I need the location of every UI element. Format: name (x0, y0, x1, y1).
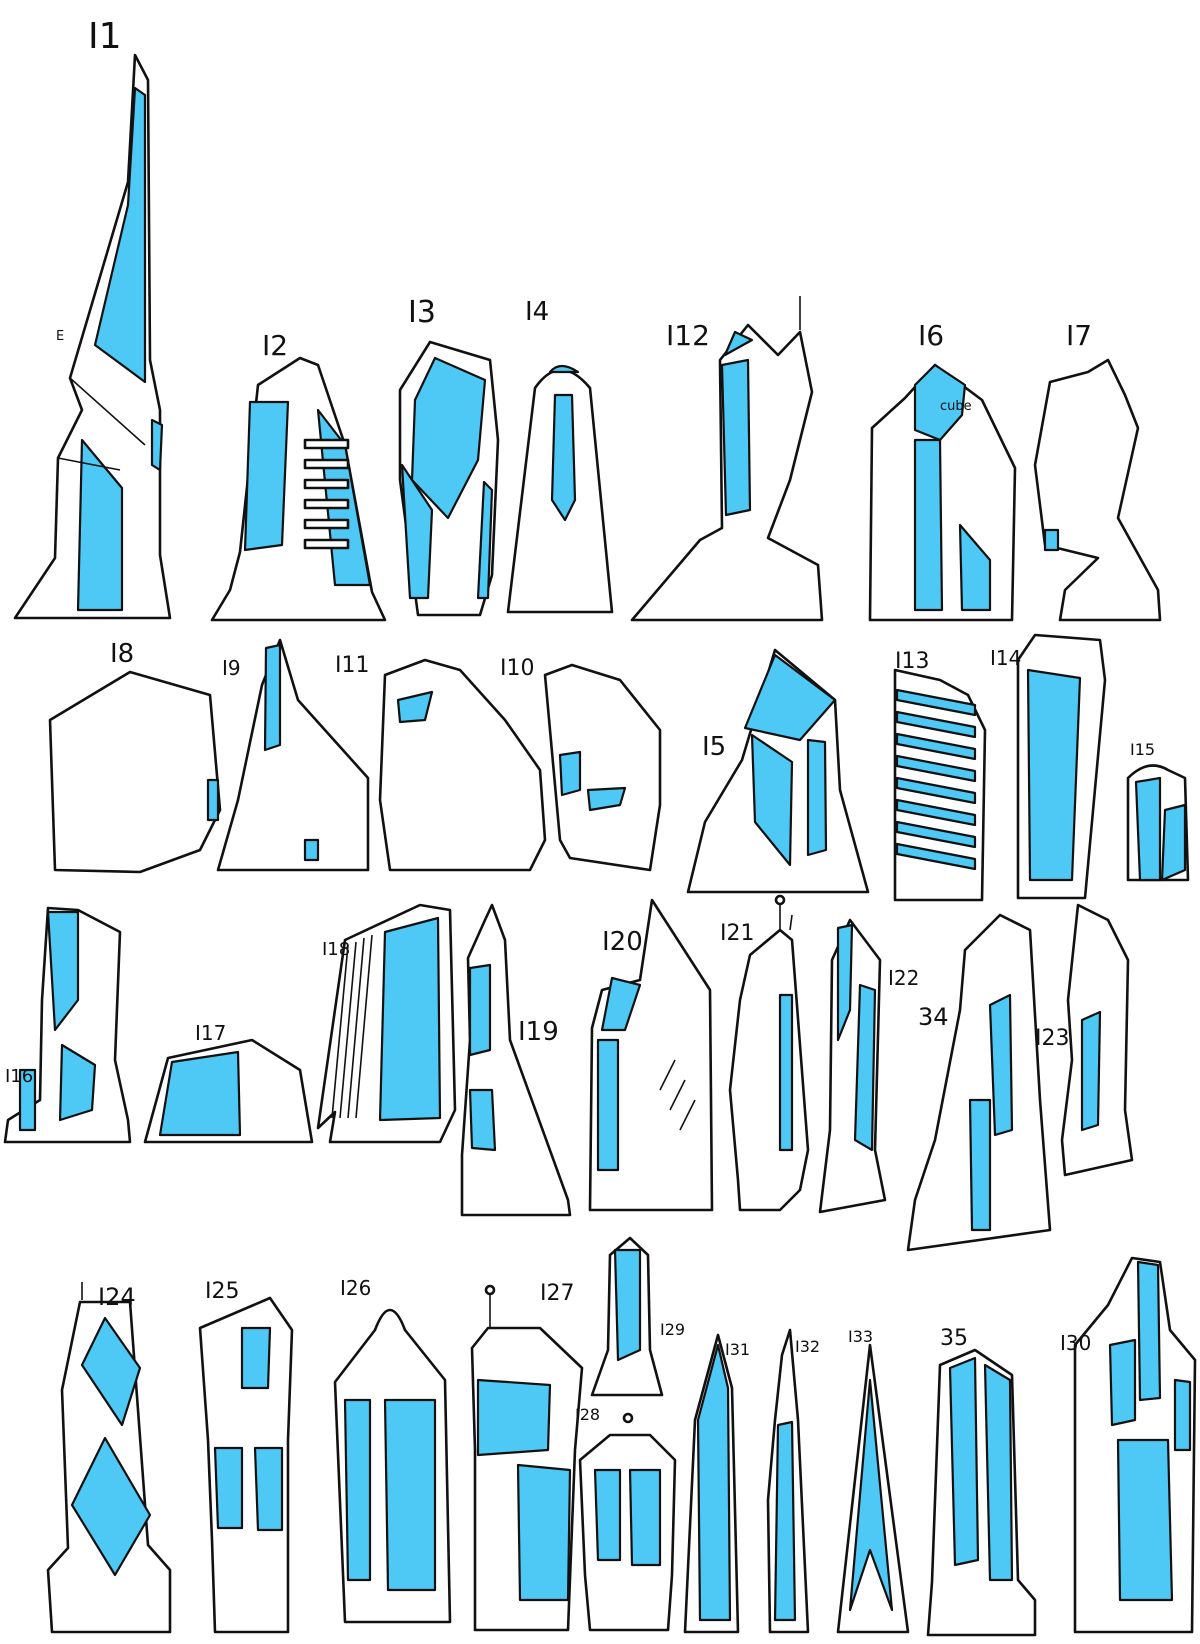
label-I14: I14 (990, 646, 1021, 670)
tower-I31: I31 (683, 1333, 750, 1634)
label-I1: I1 (88, 16, 122, 57)
label-I15: I15 (1130, 740, 1155, 759)
label-I27: I27 (540, 1281, 574, 1306)
label-I11: I11 (335, 653, 369, 678)
tower-I33: I33 (836, 1327, 910, 1634)
label-I23: I23 (1035, 1026, 1069, 1051)
label-I4: I4 (525, 297, 549, 327)
label-I28: I28 (575, 1405, 600, 1424)
label-I20: I20 (602, 927, 643, 957)
tower-I6: I6 cube (868, 319, 1017, 622)
label-I9: I9 (222, 656, 241, 680)
label-I26: I26 (340, 1276, 371, 1300)
label-I13: I13 (895, 649, 929, 674)
tower-I14: I14 (990, 633, 1107, 900)
tower-I10: I10 (500, 656, 662, 872)
tower-I24: I24 (46, 1282, 172, 1634)
tower-I11: I11 (335, 653, 547, 872)
label-I16: I16 (5, 1066, 33, 1087)
tower-I29: I29 (590, 1236, 685, 1397)
label-I6: I6 (918, 319, 944, 352)
tower-I26: I26 (333, 1276, 452, 1624)
tower-I22: I22 (818, 918, 919, 1214)
label-I18: I18 (322, 939, 350, 960)
label-I25: I25 (205, 1279, 239, 1304)
label-I17: I17 (195, 1021, 226, 1045)
tower-I5: I5 (686, 648, 870, 894)
tower-I28: I28 (575, 1405, 677, 1632)
tower-I3: I3 (398, 295, 500, 617)
label-I8: I8 (110, 639, 134, 669)
tower-I32: I32 (766, 1328, 820, 1634)
label-I29: I29 (660, 1320, 685, 1339)
tower-I9: I9 (216, 638, 370, 872)
note-e: E (56, 329, 64, 344)
tower-I17: I17 (143, 1021, 314, 1144)
tower-I30: I30 (1060, 1256, 1197, 1634)
note-cube: cube (940, 399, 972, 414)
tower-I7: I7 (1033, 319, 1162, 622)
tower-I2: I2 (210, 329, 387, 622)
tower-I13: I13 (893, 649, 987, 902)
label-I3: I3 (408, 295, 436, 330)
tower-I20: I20 (588, 898, 714, 1212)
label-34: 34 (918, 1003, 949, 1031)
label-I30: I30 (1060, 1331, 1091, 1355)
tower-I15: I15 (1126, 740, 1190, 882)
tower-I19: I19 (460, 903, 572, 1217)
label-I24: I24 (98, 1283, 136, 1311)
tower-I8: I8 (48, 639, 222, 874)
tower-I27: I27 (470, 1281, 584, 1632)
tower-I18: I18 (316, 903, 457, 1144)
label-I7: I7 (1066, 319, 1092, 352)
label-I32: I32 (795, 1337, 820, 1356)
label-I12: I12 (666, 319, 710, 352)
tower-35: 35 (926, 1326, 1037, 1637)
label-I22: I22 (888, 966, 919, 990)
label-I5: I5 (702, 732, 726, 762)
tower-I25: I25 (198, 1279, 294, 1634)
tower-I4: I4 (506, 297, 614, 614)
label-I33: I33 (848, 1327, 873, 1346)
tower-I12: I12 (630, 296, 824, 622)
tower-I16: I16 (3, 906, 132, 1144)
label-I21: I21 (720, 921, 754, 946)
tower-I21: I21 (720, 894, 810, 1212)
label-I10: I10 (500, 656, 534, 681)
tower-I1: I1 E (13, 16, 172, 620)
label-I2: I2 (262, 329, 288, 362)
tower-34: 34 (906, 913, 1052, 1252)
label-I19: I19 (518, 1017, 559, 1047)
label-I31: I31 (725, 1340, 750, 1359)
tower-I23: I23 (1035, 903, 1134, 1177)
label-35: 35 (940, 1326, 968, 1351)
